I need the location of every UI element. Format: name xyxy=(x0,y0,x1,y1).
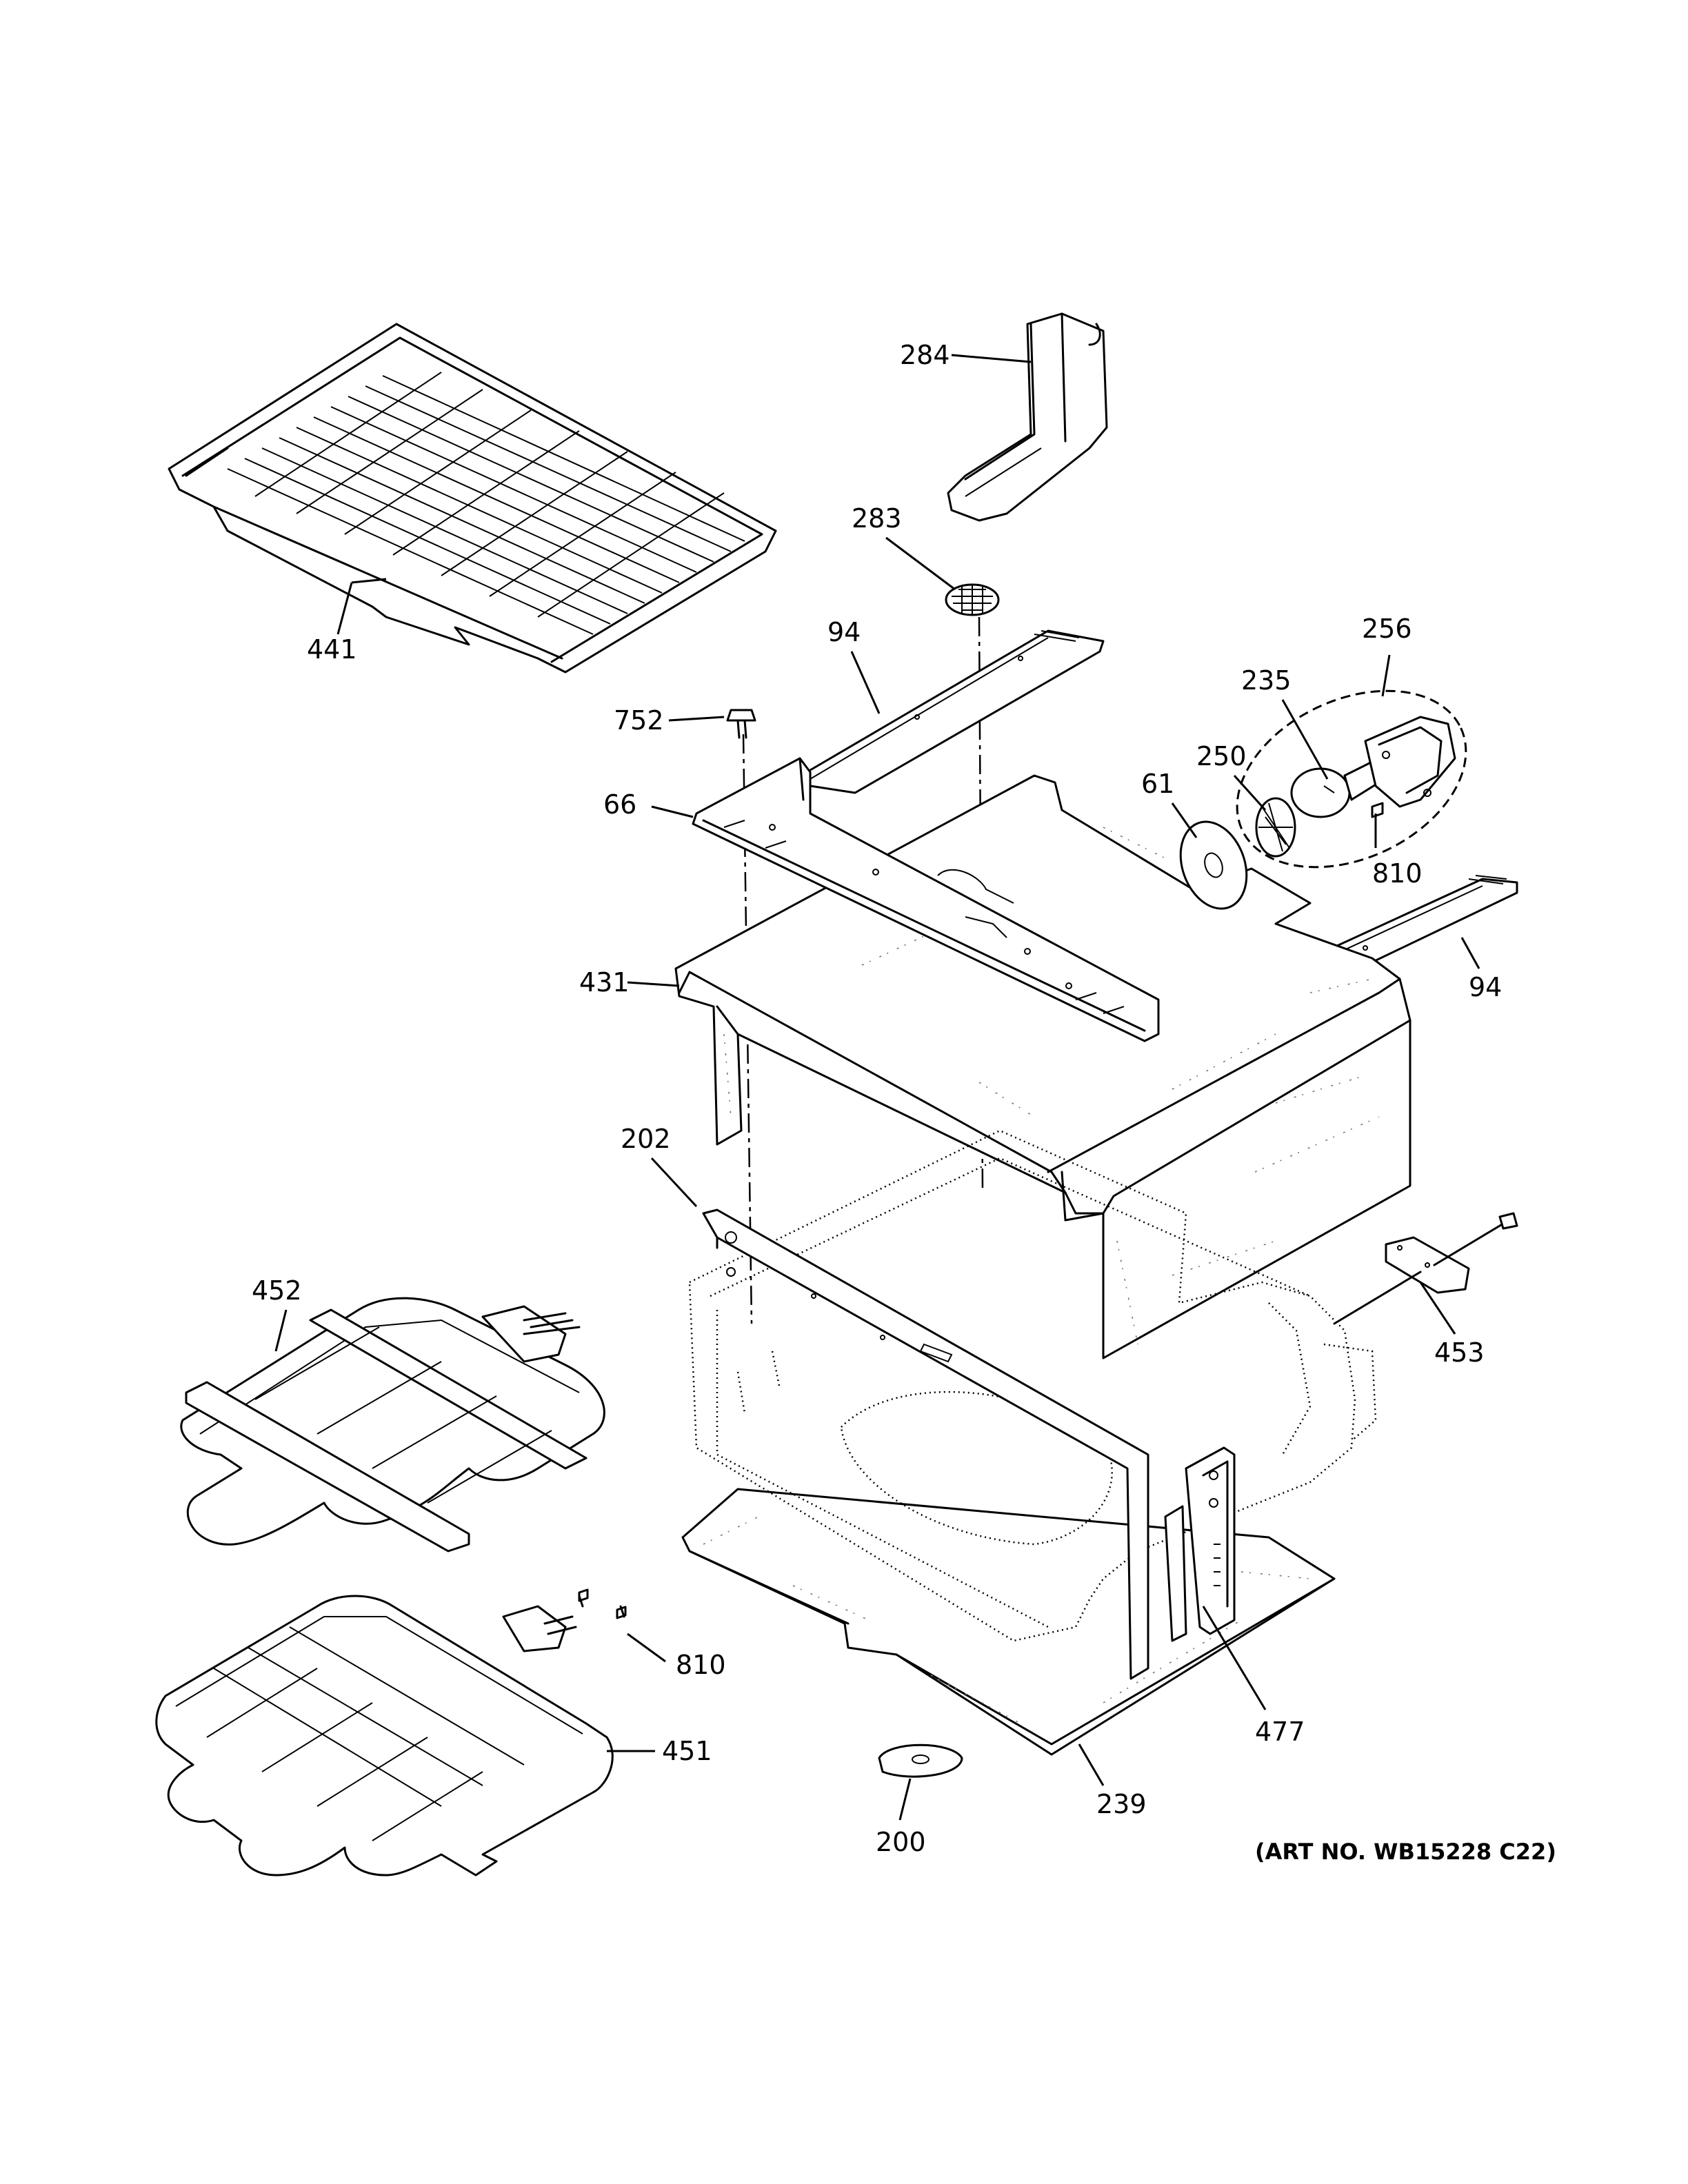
cover-plate-200 xyxy=(878,1743,963,1778)
callout-202: 202 xyxy=(621,1124,671,1154)
callout-256: 256 xyxy=(1362,614,1412,644)
bake-element-451 xyxy=(155,1595,625,1877)
callout-810-bottom: 810 xyxy=(676,1650,726,1680)
callout-283: 283 xyxy=(852,503,902,534)
lens-250 xyxy=(1255,797,1296,858)
callout-451: 451 xyxy=(662,1736,712,1766)
callout-810-top: 810 xyxy=(1372,858,1423,889)
callout-labels: 441 284 283 94 256 235 250 61 810 752 66… xyxy=(252,340,1556,1865)
screws-810-bottom xyxy=(578,1588,627,1619)
callout-235: 235 xyxy=(1241,665,1292,696)
bottom-insulation-239 xyxy=(681,1488,1336,1756)
callout-431: 431 xyxy=(579,967,630,998)
leader-lines xyxy=(274,354,1480,1821)
callout-94-right: 94 xyxy=(1469,972,1502,1002)
callout-200: 200 xyxy=(876,1827,926,1857)
art-number: (ART NO. WB15228 C22) xyxy=(1255,1839,1556,1865)
callout-477: 477 xyxy=(1255,1717,1305,1747)
broil-element-452 xyxy=(180,1297,605,1553)
insulation-431 xyxy=(674,774,1411,1359)
light-housing xyxy=(1364,716,1456,808)
light-assembly-256 xyxy=(1236,689,1467,869)
bulb-235 xyxy=(1290,760,1380,818)
callout-441: 441 xyxy=(307,634,357,665)
callout-453: 453 xyxy=(1434,1337,1485,1368)
oven-rack-441 xyxy=(168,323,777,674)
callout-239: 239 xyxy=(1096,1789,1147,1819)
callout-452: 452 xyxy=(252,1275,302,1306)
sensor-453 xyxy=(1333,1212,1518,1325)
screw-752 xyxy=(726,709,756,739)
rail-94-left xyxy=(805,629,1105,794)
oven-cavity-202 xyxy=(688,1129,1377,1642)
callout-61: 61 xyxy=(1141,769,1174,799)
vent-filter-283 xyxy=(945,583,1000,616)
vent-duct-284 xyxy=(947,312,1108,522)
callout-66: 66 xyxy=(603,789,636,820)
callout-250: 250 xyxy=(1196,741,1247,771)
oven-front-frame xyxy=(702,1209,1149,1680)
bracket-66 xyxy=(692,757,1160,1042)
callout-752: 752 xyxy=(614,705,664,736)
gasket-61 xyxy=(1179,820,1248,910)
callout-284: 284 xyxy=(900,340,950,370)
hinge-477 xyxy=(1164,1446,1236,1642)
callout-94-left: 94 xyxy=(827,617,861,647)
